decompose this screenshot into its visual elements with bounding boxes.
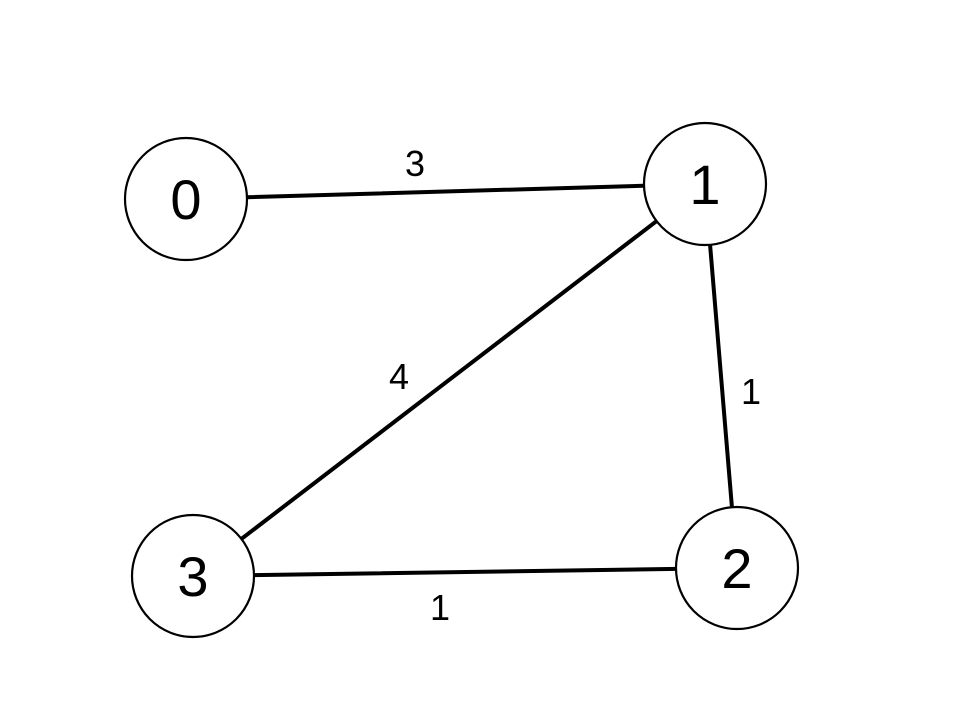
graph-node-2: 2 xyxy=(674,505,800,631)
graph-node-0: 0 xyxy=(123,136,249,262)
graph-node-3: 3 xyxy=(130,513,256,639)
node-circle xyxy=(123,136,249,262)
node-label: 1 xyxy=(689,153,720,216)
edge-weight-1-2: 1 xyxy=(741,371,761,412)
edge-weight-3-2: 1 xyxy=(430,587,450,628)
edge-weight-0-1: 3 xyxy=(405,143,425,184)
edge-1-2 xyxy=(703,182,739,570)
node-label: 3 xyxy=(177,545,208,608)
node-circle xyxy=(674,505,800,631)
node-circle xyxy=(130,513,256,639)
edge-0-1 xyxy=(184,182,707,201)
edges-layer xyxy=(184,182,739,578)
node-label: 0 xyxy=(170,168,201,231)
graph-node-1: 1 xyxy=(642,121,768,247)
node-label: 2 xyxy=(721,537,752,600)
edge-3-2 xyxy=(191,566,739,578)
node-circle xyxy=(642,121,768,247)
edge-3-1 xyxy=(191,182,707,578)
nodes-layer: 0 1 2 3 xyxy=(123,121,800,639)
edge-labels-layer: 3 4 1 1 xyxy=(389,143,761,628)
edge-weight-3-1: 4 xyxy=(389,356,409,397)
